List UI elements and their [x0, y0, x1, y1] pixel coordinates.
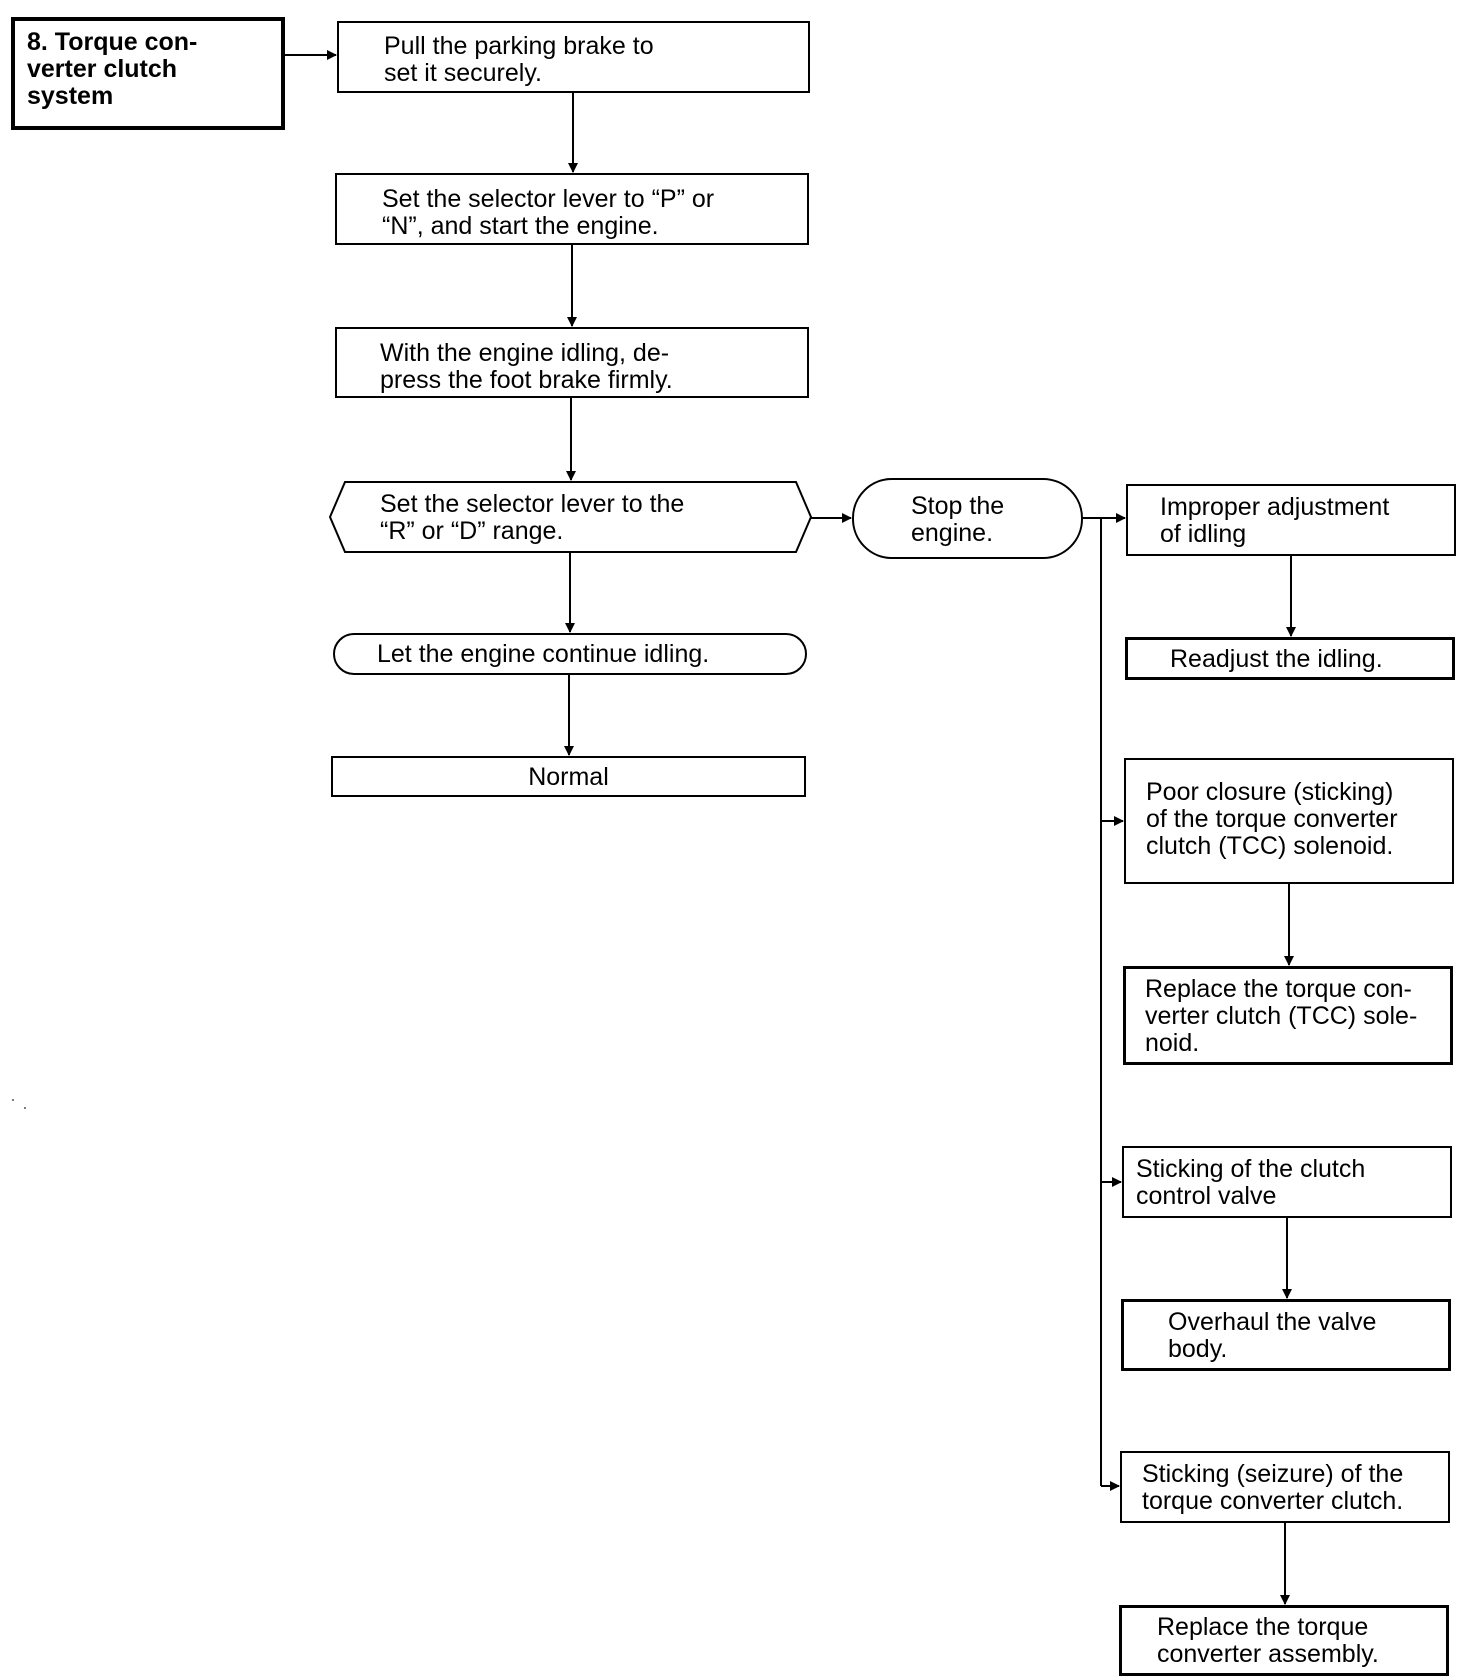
- cause-4-text: Sticking (seizure) of the torque convert…: [1142, 1460, 1404, 1515]
- section-title: 8. Torque con- verter clutch system: [27, 28, 198, 110]
- step-selector-pn-text: Set the selector lever to “P” or “N”, an…: [382, 185, 715, 240]
- step-continue-idling-text: Let the engine continue idling.: [377, 640, 710, 668]
- cause-2: Poor closure (sticking) of the torque co…: [1124, 758, 1454, 884]
- cause-4: Sticking (seizure) of the torque convert…: [1120, 1451, 1450, 1523]
- step-selector-pn: Set the selector lever to “P” or “N”, an…: [335, 173, 809, 245]
- action-stop-engine-text: Stop the engine.: [911, 492, 1005, 547]
- step-continue-idling: Let the engine continue idling.: [333, 633, 807, 675]
- remedy-4-text: Replace the torque converter assembly.: [1157, 1613, 1379, 1668]
- remedy-2: Replace the torque con- verter clutch (T…: [1123, 966, 1453, 1065]
- result-normal: Normal: [331, 756, 806, 797]
- remedy-1: Readjust the idling.: [1125, 637, 1455, 680]
- decision-selector-rd: [328, 481, 813, 553]
- action-stop-engine: Stop the engine.: [852, 478, 1083, 559]
- step-foot-brake: With the engine idling, de- press the fo…: [335, 327, 809, 398]
- remedy-4: Replace the torque converter assembly.: [1119, 1605, 1449, 1676]
- remedy-2-text: Replace the torque con- verter clutch (T…: [1145, 975, 1418, 1057]
- decision-selector-rd-text: Set the selector lever to the “R” or “D”…: [380, 490, 685, 545]
- remedy-3-text: Overhaul the valve body.: [1168, 1308, 1377, 1363]
- cause-3: Sticking of the clutch control valve: [1122, 1146, 1452, 1218]
- remedy-3: Overhaul the valve body.: [1121, 1299, 1451, 1371]
- result-normal-text: Normal: [528, 763, 609, 791]
- cause-1: Improper adjustment of idling: [1126, 484, 1456, 556]
- cause-2-text: Poor closure (sticking) of the torque co…: [1146, 778, 1398, 860]
- cause-3-text: Sticking of the clutch control valve: [1136, 1155, 1366, 1210]
- cause-1-text: Improper adjustment of idling: [1160, 493, 1390, 548]
- step-parking-brake: Pull the parking brake to set it securel…: [337, 21, 810, 93]
- section-title-box: 8. Torque con- verter clutch system: [11, 17, 285, 130]
- step-parking-brake-text: Pull the parking brake to set it securel…: [384, 32, 654, 87]
- remedy-1-text: Readjust the idling.: [1170, 645, 1383, 673]
- step-foot-brake-text: With the engine idling, de- press the fo…: [380, 339, 673, 394]
- line-stop-to-bus: [1083, 517, 1102, 1486]
